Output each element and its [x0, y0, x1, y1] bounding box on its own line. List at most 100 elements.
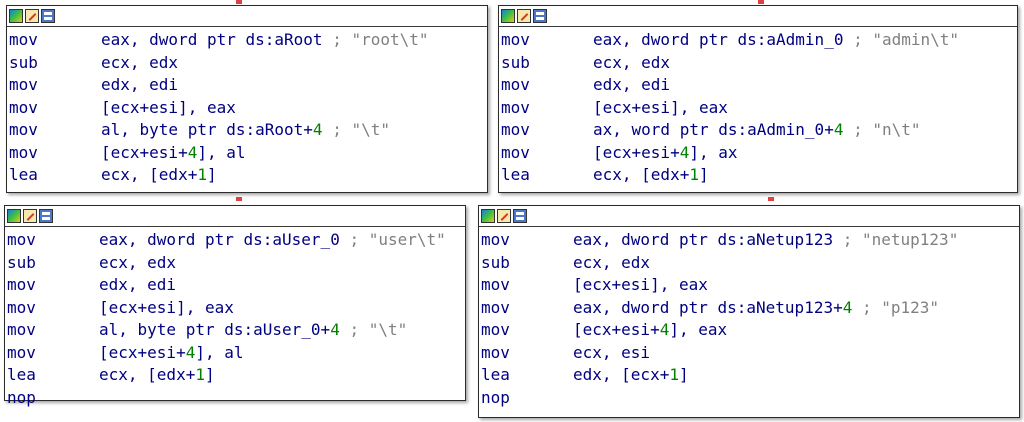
mnemonic: sub: [501, 52, 530, 72]
operand: [ecx+esi], eax: [101, 97, 236, 117]
instruction-line[interactable]: mov eax, dword ptr ds:aRoot ; "root\t": [9, 29, 487, 52]
graph-icon[interactable]: [7, 209, 21, 223]
mnemonic: mov: [7, 275, 36, 294]
mnemonic: lea: [501, 165, 530, 184]
mnemonic: nop: [481, 387, 510, 407]
instruction-line[interactable]: mov [ecx+esi], eax: [7, 297, 465, 320]
mnemonic: mov: [481, 230, 510, 249]
mnemonic: mov: [9, 120, 38, 139]
graph-icon[interactable]: [501, 9, 515, 23]
instruction-line[interactable]: mov[ecx+esi+4], ax: [501, 142, 1017, 165]
instruction-line[interactable]: mov [ecx+esi], eax: [481, 274, 1019, 297]
comment: ; "\t": [339, 320, 408, 339]
instruction-line[interactable]: mov[ecx+esi], eax: [9, 97, 487, 120]
mnemonic: mov: [9, 75, 38, 94]
block-titlebar: [7, 6, 487, 27]
comment: ; "root\t": [322, 30, 429, 49]
code-block-root[interactable]: mov eax, dword ptr ds:aRoot ; "root\t" sub…: [6, 5, 488, 193]
operand: eax, dword ptr ds:aUser_0: [99, 230, 340, 249]
instruction-line[interactable]: mov edx, edi: [9, 74, 487, 97]
block-titlebar: [479, 206, 1019, 227]
code-block-netup123[interactable]: mov eax, dword ptr ds:aNetup123 ; "netup1…: [478, 205, 1020, 418]
edge-arrow-indicator: [236, 197, 242, 201]
comment: ; "\t": [322, 120, 390, 139]
instruction-line[interactable]: mov[ecx+esi+4], al: [7, 342, 465, 365]
instruction-line[interactable]: nop: [481, 387, 1019, 410]
operand: eax, dword ptr ds:aAdmin_0: [593, 30, 844, 49]
mnemonic: mov: [9, 30, 38, 49]
immediate-number: 4: [187, 142, 198, 162]
mnemonic: lea: [7, 365, 36, 384]
edit-icon[interactable]: [25, 9, 39, 23]
instruction-line[interactable]: sub ecx, edx: [501, 52, 1017, 75]
operand: [ecx+esi+: [593, 142, 680, 162]
operand: edx, edi: [593, 75, 671, 94]
comment: ; "p123": [852, 297, 940, 317]
edit-icon[interactable]: [497, 209, 511, 223]
immediate-number: 4: [842, 297, 853, 317]
operand-tail: ]: [204, 365, 215, 384]
operand: eax, dword ptr ds:aNetup123+: [573, 297, 843, 317]
graph-view-icon[interactable]: [513, 209, 527, 223]
graph-icon[interactable]: [9, 9, 23, 23]
immediate-number: 4: [833, 120, 844, 139]
operand: [ecx+esi], eax: [99, 297, 234, 317]
mnemonic: nop: [7, 387, 36, 407]
mnemonic: sub: [7, 252, 36, 272]
comment: ; "netup123": [833, 230, 959, 249]
graph-view-icon[interactable]: [39, 209, 53, 223]
instruction-line[interactable]: mov[ecx+esi+4], eax: [481, 319, 1019, 342]
operand: [ecx+esi+: [99, 342, 186, 362]
mnemonic: mov: [7, 297, 36, 317]
instruction-line[interactable]: nop: [7, 387, 465, 410]
mnemonic: mov: [501, 30, 530, 49]
edge-arrow-indicator: [236, 0, 242, 4]
block-titlebar: [499, 6, 1017, 27]
operand: [ecx+esi], eax: [593, 97, 728, 117]
operand: al, byte ptr ds:aRoot+: [101, 120, 313, 139]
edit-icon[interactable]: [23, 209, 37, 223]
instruction-line[interactable]: mov eax, dword ptr ds:aNetup123 ; "netup1…: [481, 229, 1019, 252]
operand-tail: ], eax: [669, 320, 728, 339]
edge-arrow-indicator: [768, 197, 774, 201]
operand: eax, dword ptr ds:aNetup123: [573, 230, 834, 249]
instruction-line[interactable]: mov[ecx+esi+4], al: [9, 142, 487, 165]
operand: [ecx+esi], eax: [573, 275, 708, 294]
operand: ecx, edx: [573, 252, 651, 272]
instruction-line[interactable]: mov[ecx+esi], eax: [501, 97, 1017, 120]
operand-tail: ]: [206, 165, 217, 184]
graph-view-icon[interactable]: [533, 9, 547, 23]
operand: eax, dword ptr ds:aRoot: [101, 30, 323, 49]
mnemonic: mov: [481, 275, 510, 294]
graph-view-icon[interactable]: [41, 9, 55, 23]
operand: ecx, edx: [101, 52, 179, 72]
operand-tail: ], al: [197, 142, 246, 162]
edge-arrow-indicator: [758, 0, 764, 4]
mnemonic: mov: [501, 142, 530, 162]
mnemonic: mov: [481, 320, 510, 339]
graph-icon[interactable]: [481, 209, 495, 223]
edit-icon[interactable]: [517, 9, 531, 23]
operand: ecx, edx: [593, 52, 671, 72]
operand: ecx, [edx+: [101, 165, 198, 184]
operand: edx, edi: [101, 75, 179, 94]
